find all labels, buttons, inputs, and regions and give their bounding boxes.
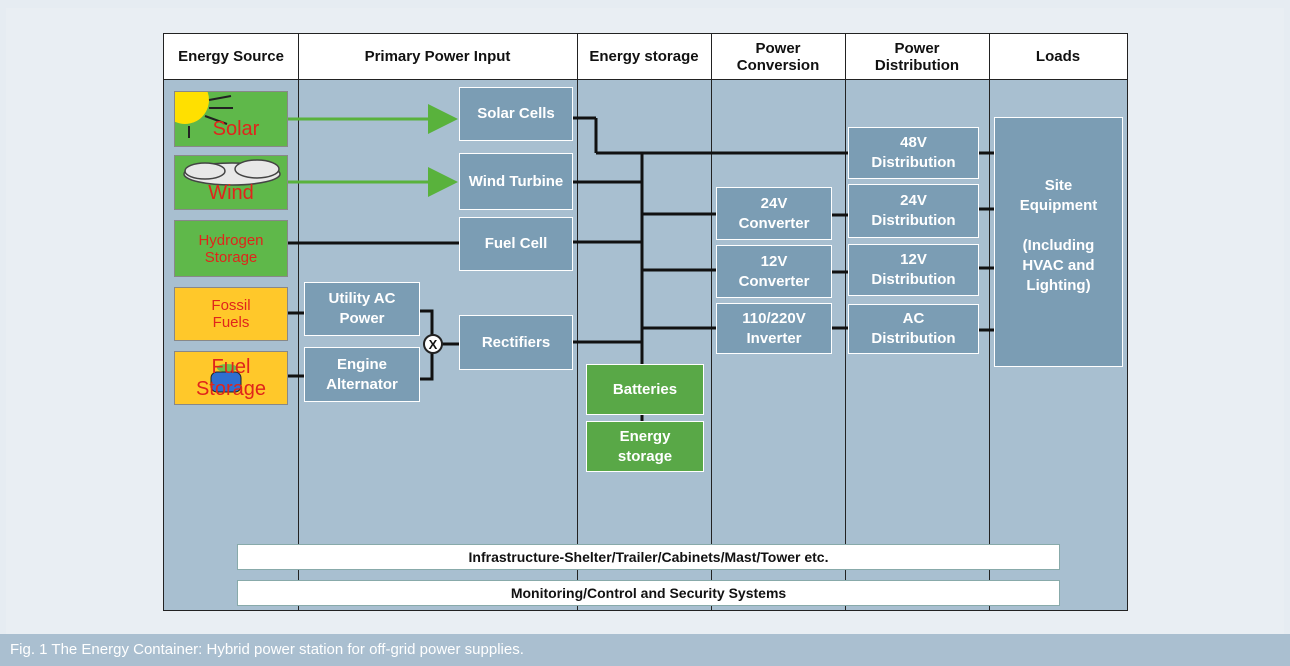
- header-energy-storage: Energy storage: [577, 34, 711, 80]
- distribution-24v-box: 24V Distribution: [848, 184, 979, 238]
- distribution-48v-box: 48V Distribution: [848, 127, 979, 179]
- site-equipment-line: Site: [1044, 177, 1073, 194]
- site-equipment-box: Site Equipment (Including HVAC and Light…: [994, 117, 1123, 367]
- source-wind: Wind: [174, 155, 288, 210]
- site-equipment-line: Lighting): [1026, 277, 1091, 294]
- source-hydrogen: Hydrogen Storage: [174, 220, 288, 277]
- solar-cells-box: Solar Cells: [459, 87, 573, 141]
- inverter-box: 110/220V Inverter: [716, 303, 832, 354]
- column-divider: [577, 34, 578, 610]
- column-divider: [711, 34, 712, 610]
- energy-container-diagram: Energy Source Primary Power Input Energy…: [163, 33, 1128, 611]
- rectifiers-box: Rectifiers: [459, 315, 573, 370]
- site-equipment-line: Equipment: [1019, 197, 1098, 214]
- monitoring-bar: Monitoring/Control and Security Systems: [237, 580, 1060, 606]
- figure-caption: Fig. 1 The Energy Container: Hybrid powe…: [0, 634, 1290, 666]
- header-power-conversion: Power Conversion: [711, 34, 845, 80]
- site-equipment-line: HVAC and: [1022, 257, 1095, 274]
- column-divider: [845, 34, 846, 610]
- junction-symbol: X: [423, 334, 443, 354]
- site-equipment-line: (Including: [1022, 237, 1095, 254]
- header-energy-source: Energy Source: [164, 34, 298, 80]
- column-divider: [298, 34, 299, 610]
- header-power-distribution: Power Distribution: [845, 34, 989, 80]
- cloud-icon: [183, 159, 281, 186]
- header-loads: Loads: [989, 34, 1127, 80]
- batteries-box: Batteries: [586, 364, 704, 415]
- connection-wires: [288, 104, 994, 422]
- converter-12v-box: 12V Converter: [716, 245, 832, 298]
- source-wind-label: Wind: [208, 182, 254, 204]
- source-solar: Solar: [174, 91, 288, 147]
- utility-ac-power-box: Utility AC Power: [304, 282, 420, 336]
- engine-alternator-box: Engine Alternator: [304, 347, 420, 402]
- source-fuel-storage: Fuel Storage: [174, 351, 288, 405]
- source-fossil-fuels: Fossil Fuels: [174, 287, 288, 341]
- fuel-cell-box: Fuel Cell: [459, 217, 573, 271]
- sun-icon: [175, 92, 233, 138]
- infrastructure-bar: Infrastructure-Shelter/Trailer/Cabinets/…: [237, 544, 1060, 570]
- fuel-tank-icon: [210, 364, 242, 393]
- source-fuel-storage-label: Fuel Storage: [195, 356, 267, 400]
- source-solar-label: Solar: [212, 117, 260, 140]
- distribution-12v-box: 12V Distribution: [848, 244, 979, 296]
- header-primary-power-input: Primary Power Input: [298, 34, 577, 80]
- wind-turbine-box: Wind Turbine: [459, 153, 573, 210]
- converter-24v-box: 24V Converter: [716, 187, 832, 240]
- energy-storage-box: Energy storage: [586, 421, 704, 472]
- distribution-ac-box: AC Distribution: [848, 304, 979, 354]
- column-divider: [989, 34, 990, 610]
